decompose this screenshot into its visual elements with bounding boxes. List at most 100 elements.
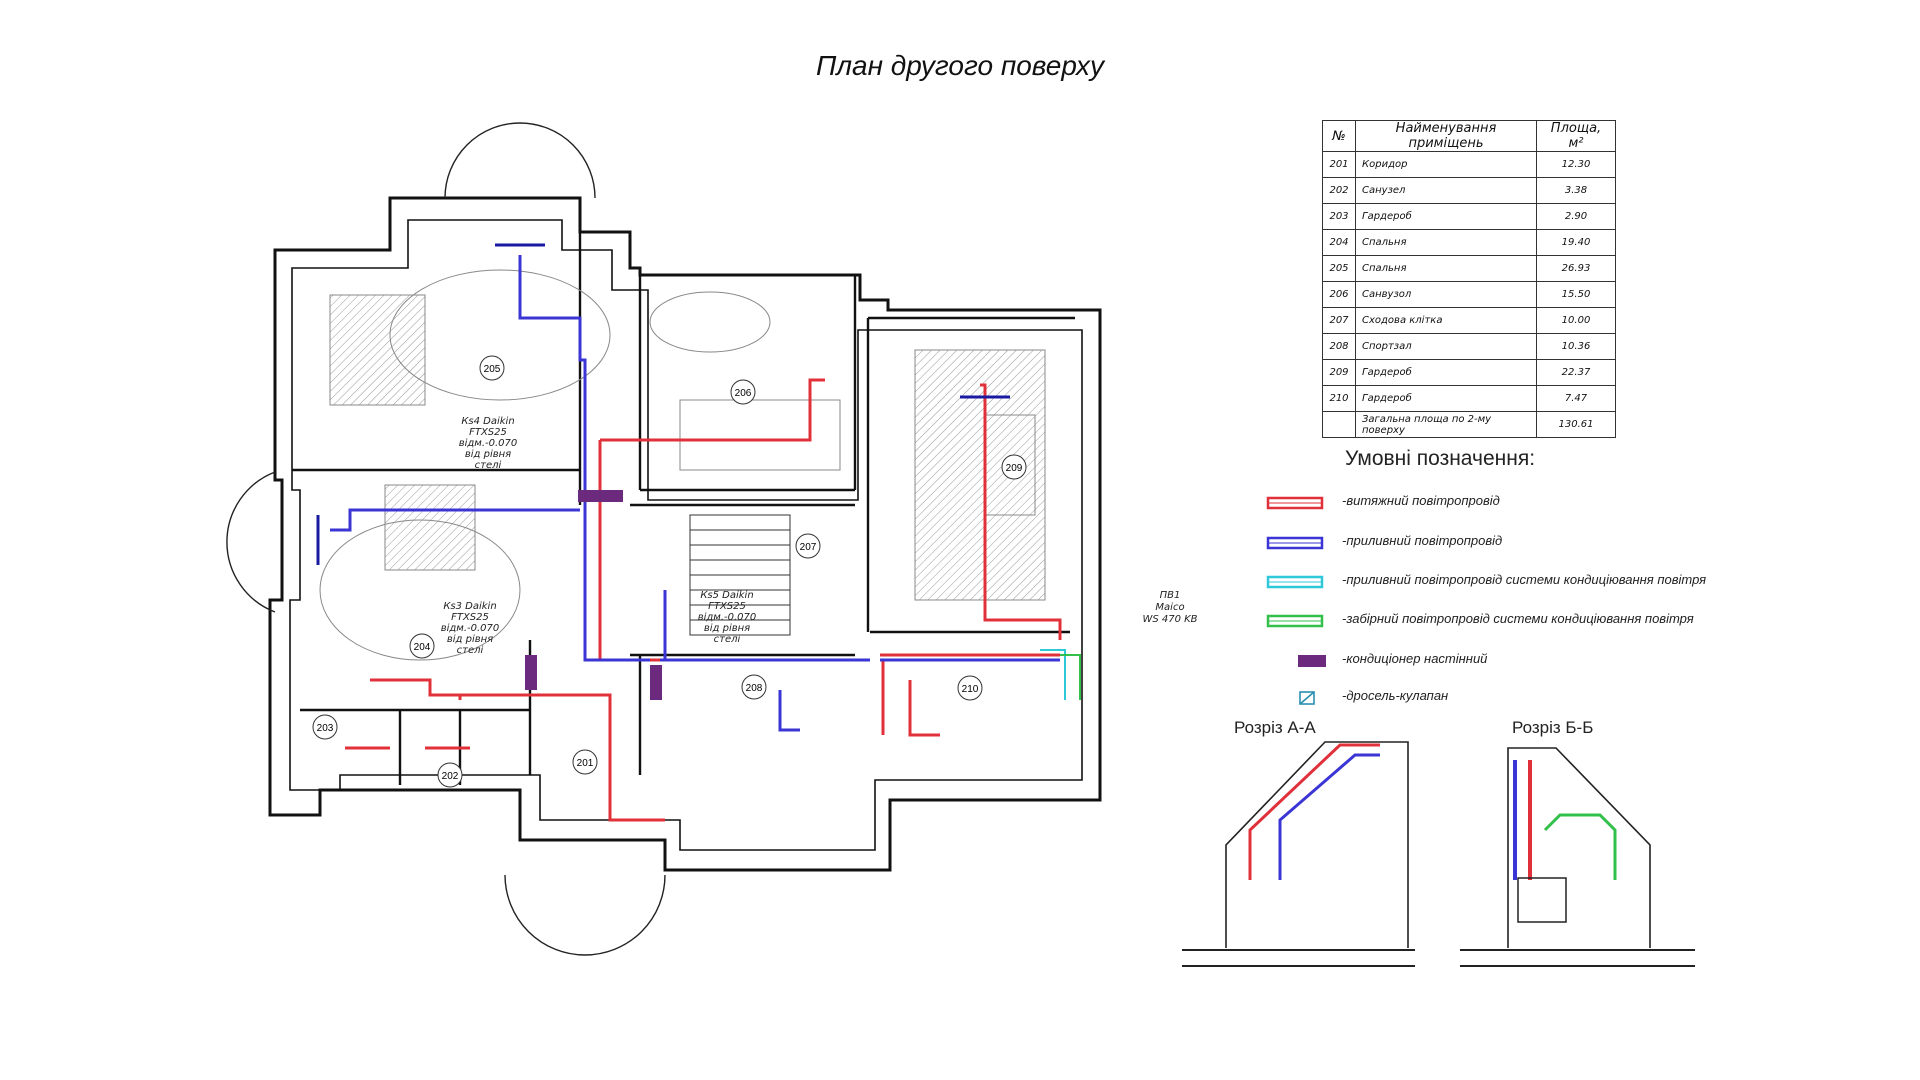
- supply-ducts: [330, 255, 1060, 732]
- legend-label: -дросель-кулапан: [1342, 688, 1449, 703]
- room-area: 26.93: [1536, 255, 1616, 282]
- legend-item-ac-supply-duct: -приливний повітропровід системи кондиці…: [1260, 569, 1760, 595]
- legend-item-exhaust-duct: -витяжний повітропровід: [1260, 490, 1760, 516]
- room-area: 3.38: [1536, 177, 1616, 204]
- legend-item-ac-intake-duct: -забірний повітропровід системи кондицію…: [1260, 608, 1760, 634]
- ks5-line-2: FTXS25: [708, 601, 746, 612]
- wall-ac-symbol: [1298, 655, 1326, 667]
- room-number-205: 205: [484, 364, 501, 375]
- room-name: Спальня: [1355, 229, 1537, 256]
- pv1-line-3: WS 470 KB: [1142, 614, 1197, 625]
- section-b-title: Розріз Б-Б: [1512, 718, 1594, 737]
- legend-item-wall-ac: -кондиціонер настінний: [1260, 648, 1760, 674]
- ks4-line-2: FTXS25: [469, 427, 507, 438]
- room-name: Санузел: [1355, 177, 1537, 204]
- section-a-drawing: [1182, 741, 1415, 967]
- room-name: Спортзал: [1355, 333, 1537, 360]
- ks3-line-3: відм.-0.070: [441, 622, 500, 634]
- ks4-line-4: від рівня: [465, 448, 511, 460]
- ac-intake-duct-symbol: [1266, 614, 1324, 628]
- ks3-line-4: від рівня: [447, 633, 493, 645]
- room-number-labels: 201 202 203 204 205 206 207 208: [312, 355, 1027, 788]
- room-number-209: 209: [1006, 463, 1023, 474]
- col-header-area: Площа, м²: [1536, 120, 1616, 152]
- room-name: Гардероб: [1355, 385, 1537, 412]
- furniture: [319, 269, 1046, 661]
- pv1-line-1: ПВ1: [1160, 590, 1181, 601]
- room-label-204: 204: [409, 633, 435, 659]
- legend-item-throttle-valve: -дросель-кулапан: [1260, 685, 1760, 711]
- room-name: Санвузол: [1355, 281, 1537, 308]
- total-area: 130.61: [1536, 411, 1616, 438]
- room-label-206: 206: [730, 379, 756, 405]
- room-no: 202: [1322, 177, 1356, 204]
- room-no: 201: [1322, 151, 1356, 178]
- ks5-line-4: від рівня: [704, 622, 750, 634]
- ks4-line-1: Кs4 Daikin: [461, 416, 514, 427]
- room-number-210: 210: [962, 684, 979, 695]
- legend-label: -приливний повітропровід системи кондиці…: [1342, 572, 1707, 587]
- room-area: 10.00: [1536, 307, 1616, 334]
- room-number-204: 204: [414, 642, 431, 653]
- room-area: 15.50: [1536, 281, 1616, 308]
- room-no: 203: [1322, 203, 1356, 230]
- room-no: 206: [1322, 281, 1356, 308]
- room-no: 207: [1322, 307, 1356, 334]
- room-area: 22.37: [1536, 359, 1616, 386]
- ac-supply-ducts: [1040, 649, 1066, 700]
- legend-label: -забірний повітропровід системи кондицію…: [1342, 611, 1694, 626]
- room-label-203: 203: [312, 714, 338, 740]
- legend-label: -кондиціонер настінний: [1342, 651, 1488, 666]
- room-label-202: 202: [437, 762, 463, 788]
- pv1-line-2: Maico: [1155, 602, 1184, 613]
- ks5-line-5: стелі: [714, 633, 741, 645]
- legend-title: Умовні позначення:: [1345, 447, 1536, 470]
- room-label-210: 210: [957, 675, 983, 701]
- section-b-drawing: [1460, 747, 1695, 967]
- grilles: [316, 243, 1010, 750]
- room-name: Сходова клітка: [1355, 307, 1537, 334]
- room-name: Коридор: [1355, 151, 1537, 178]
- room-label-207: 207: [795, 533, 821, 559]
- room-area: 7.47: [1536, 385, 1616, 412]
- ks4-line-3: відм.-0.070: [459, 437, 518, 449]
- ks3-line-2: FTXS25: [451, 612, 489, 623]
- ac-intake-ducts: [1060, 654, 1081, 700]
- ks3-line-5: стелі: [457, 644, 484, 656]
- throttle-valve-icon: [1299, 691, 1315, 705]
- col-header-name: Найменування приміщень: [1355, 120, 1537, 152]
- room-no: 210: [1322, 385, 1356, 412]
- room-label-201: 201: [572, 749, 598, 775]
- building-outline: [268, 196, 1102, 872]
- room-no: 209: [1322, 359, 1356, 386]
- room-number-201: 201: [577, 758, 594, 769]
- room-area: 10.36: [1536, 333, 1616, 360]
- room-name: Гардероб: [1355, 203, 1537, 230]
- room-number-207: 207: [800, 542, 817, 553]
- total-label: Загальна площа по 2-му поверху: [1355, 411, 1537, 438]
- room-label-205: 205: [479, 355, 505, 381]
- supply-duct-symbol: [1266, 536, 1324, 550]
- room-area: 2.90: [1536, 203, 1616, 230]
- pv1-label: ПВ1 Maico WS 470 KB: [1142, 590, 1197, 625]
- room-name: Спальня: [1355, 255, 1537, 282]
- ks3-line-1: Кs3 Daikin: [443, 601, 496, 612]
- room-number-203: 203: [317, 723, 334, 734]
- room-no: 204: [1322, 229, 1356, 256]
- room-label-209: 209: [1001, 454, 1027, 480]
- exhaust-duct-symbol: [1266, 496, 1324, 510]
- room-name: Гардероб: [1355, 359, 1537, 386]
- room-area: 19.40: [1536, 229, 1616, 256]
- ks4-line-5: стелі: [475, 459, 502, 471]
- total-no-cell: [1322, 411, 1356, 438]
- room-number-206: 206: [735, 388, 752, 399]
